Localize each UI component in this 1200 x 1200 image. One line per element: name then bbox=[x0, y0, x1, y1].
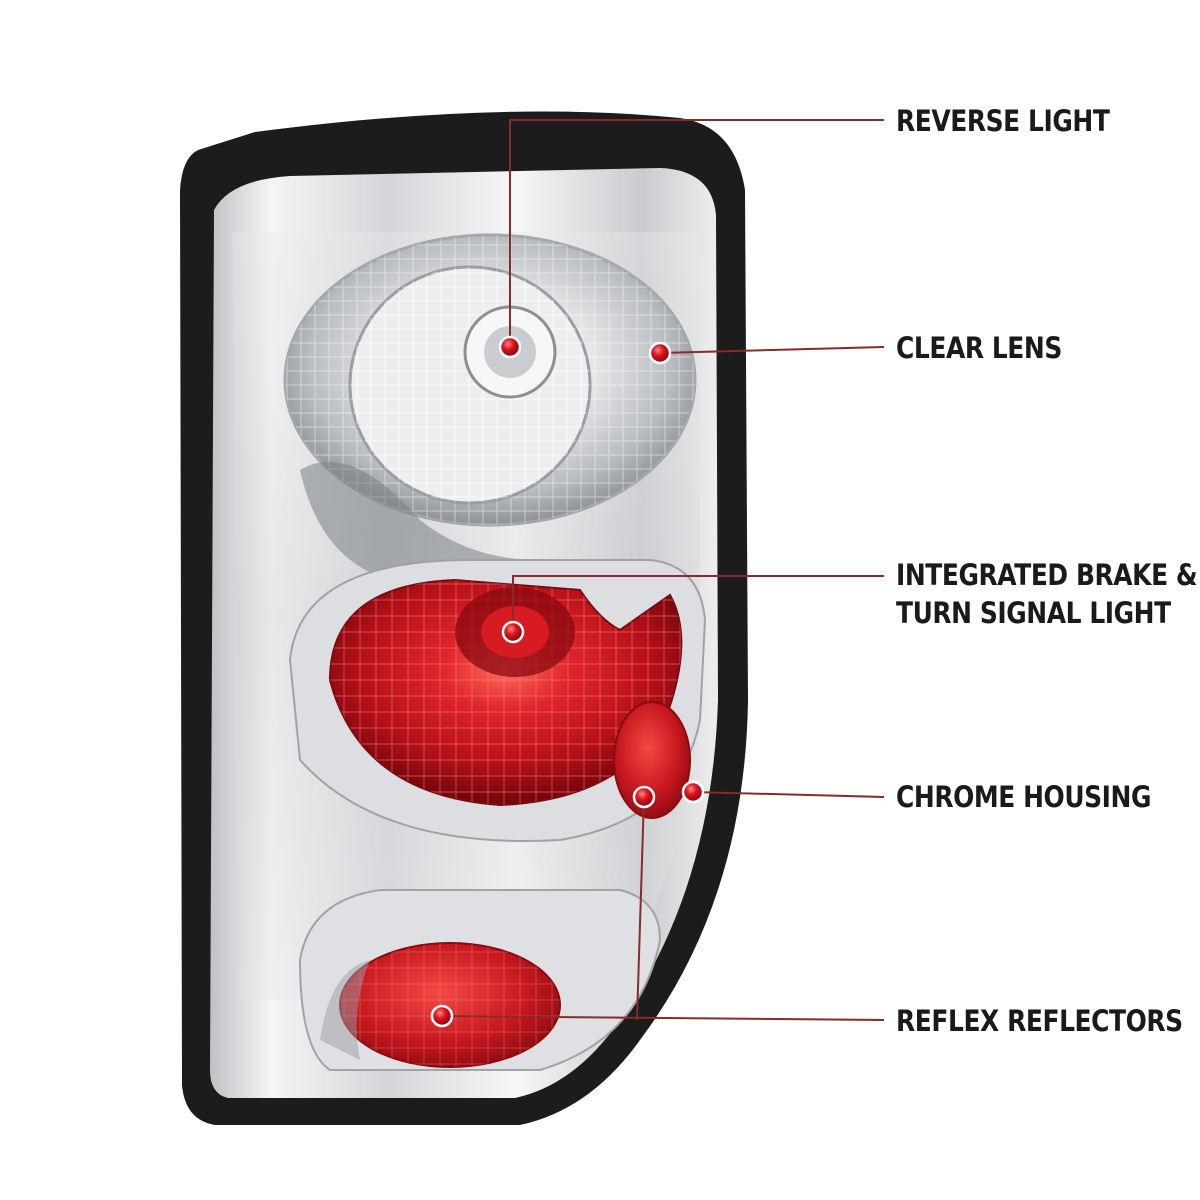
callout-line-reflex-connector bbox=[636, 796, 645, 1021]
label-brake-turn-line-2: TURN SIGNAL LIGHT bbox=[896, 596, 1171, 630]
callout-line-chrome-housing bbox=[692, 791, 885, 798]
callout-line-brake-turn bbox=[512, 575, 884, 632]
callout-dot-brake-turn bbox=[501, 620, 525, 644]
callout-dot-chrome-housing bbox=[681, 780, 705, 804]
label-brake-turn: INTEGRATED BRAKE & TURN SIGNAL LIGHT bbox=[896, 556, 1198, 632]
callout-line-reverse-light bbox=[509, 119, 884, 347]
reflex-reflector-upper bbox=[613, 701, 691, 819]
callout-dot-clear-lens bbox=[648, 341, 672, 365]
label-brake-turn-line-1: INTEGRATED BRAKE & bbox=[896, 558, 1198, 592]
callout-lines bbox=[441, 119, 885, 1021]
callout-line-reflex-reflectors bbox=[441, 1015, 885, 1021]
callout-dots bbox=[430, 335, 705, 1028]
label-reverse-light: REVERSE LIGHT bbox=[896, 104, 1110, 138]
label-clear-lens: CLEAR LENS bbox=[896, 331, 1062, 365]
callout-dot-reverse-light bbox=[498, 335, 522, 359]
label-chrome-housing: CHROME HOUSING bbox=[896, 780, 1152, 814]
callout-line-clear-lens bbox=[659, 346, 885, 354]
callout-dot-reflex-upper bbox=[632, 785, 656, 809]
callout-dot-reflex-lower bbox=[430, 1004, 454, 1028]
label-reflex-reflectors: REFLEX REFLECTORS bbox=[896, 1004, 1183, 1038]
